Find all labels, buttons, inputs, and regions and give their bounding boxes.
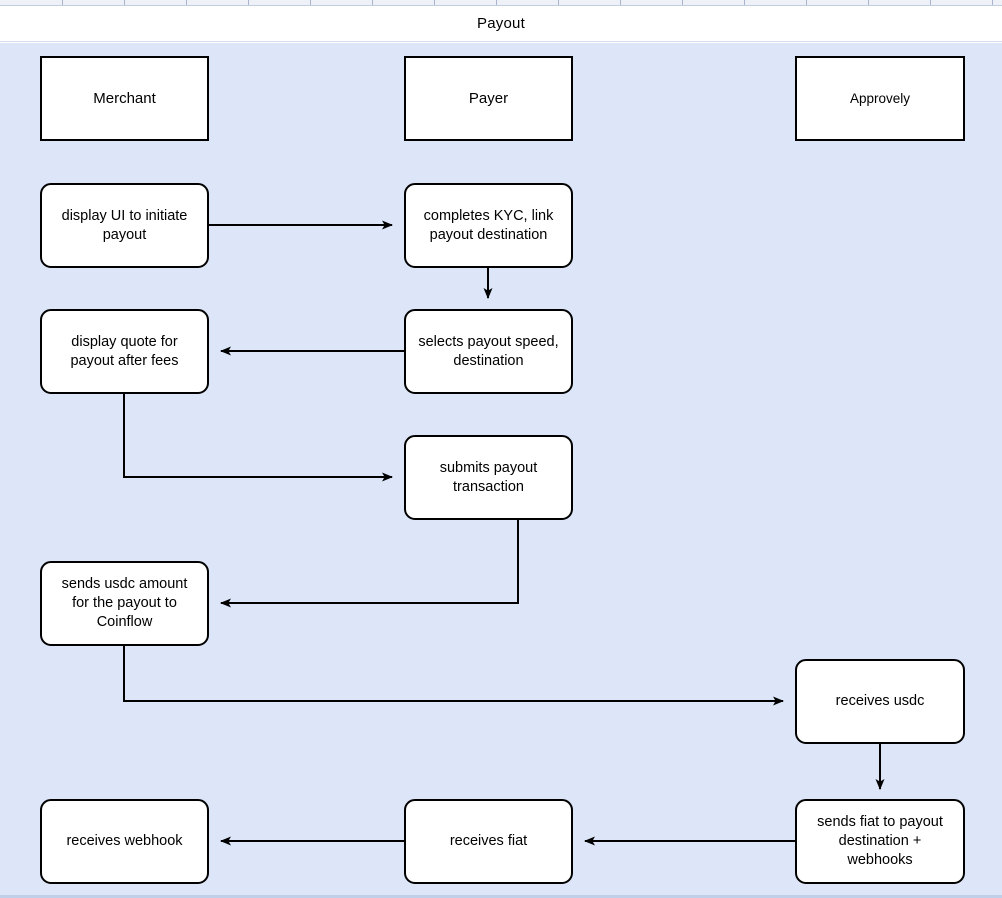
ruler-tick <box>496 0 497 5</box>
node-receives-webhook[interactable]: receives webhook <box>40 799 209 884</box>
horizontal-ruler[interactable] <box>0 0 1002 6</box>
lane-header-approvely[interactable]: Approvely <box>795 56 965 141</box>
title-bar: Payout <box>0 6 1002 42</box>
node-label: sends fiat to payout destination + webho… <box>817 814 943 868</box>
node-sends-usdc-amount[interactable]: sends usdc amount for the payout to Coin… <box>40 561 209 646</box>
node-label: display quote for payout after fees <box>70 333 179 369</box>
node-completes-kyc[interactable]: completes KYC, link payout destination <box>404 183 573 268</box>
lane-header-payer[interactable]: Payer <box>404 56 573 141</box>
lane-header-label: Merchant <box>93 90 156 107</box>
ruler-tick <box>868 0 869 5</box>
ruler-tick <box>930 0 931 5</box>
ruler-tick <box>372 0 373 5</box>
node-display-ui[interactable]: display UI to initiate payout <box>40 183 209 268</box>
ruler-tick <box>310 0 311 5</box>
lane-header-label: Approvely <box>849 91 911 106</box>
node-display-quote[interactable]: display quote for payout after fees <box>40 309 209 394</box>
ruler-tick <box>992 0 993 5</box>
lane-header-merchant[interactable]: Merchant <box>40 56 209 141</box>
node-label: submits payout transaction <box>439 459 538 495</box>
node-label: sends usdc amount for the payout to Coin… <box>61 576 188 630</box>
ruler-tick <box>186 0 187 5</box>
ruler-tick <box>620 0 621 5</box>
ruler-tick <box>62 0 63 5</box>
node-label: selects payout speed, destination <box>418 333 559 369</box>
node-receives-usdc[interactable]: receives usdc <box>795 659 965 744</box>
node-selects-payout-speed[interactable]: selects payout speed, destination <box>404 309 573 394</box>
ruler-tick <box>806 0 807 5</box>
edge-submits-payout-to-sends-usdc <box>220 520 519 608</box>
ruler-tick <box>248 0 249 5</box>
node-label: receives webhook <box>66 833 183 849</box>
ruler-tick <box>124 0 125 5</box>
node-label: receives fiat <box>449 833 528 849</box>
diagram-canvas[interactable]: Merchant Payer Approvely display UI to i… <box>0 43 1002 898</box>
lane-header-label: Payer <box>468 90 509 107</box>
edge-sends-usdc-to-receives-usdc <box>123 646 784 706</box>
node-label: display UI to initiate payout <box>61 207 188 243</box>
node-label: receives usdc <box>835 693 925 709</box>
ruler-tick <box>682 0 683 5</box>
ruler-tick <box>744 0 745 5</box>
ruler-tick <box>558 0 559 5</box>
ruler-tick <box>434 0 435 5</box>
edge-display-quote-to-submits-payout <box>123 394 393 482</box>
node-label: completes KYC, link payout destination <box>423 207 554 243</box>
node-submits-payout-transaction[interactable]: submits payout transaction <box>404 435 573 520</box>
node-sends-fiat-to-payout-destination[interactable]: sends fiat to payout destination + webho… <box>795 799 965 884</box>
page-title: Payout <box>477 15 525 32</box>
node-receives-fiat[interactable]: receives fiat <box>404 799 573 884</box>
